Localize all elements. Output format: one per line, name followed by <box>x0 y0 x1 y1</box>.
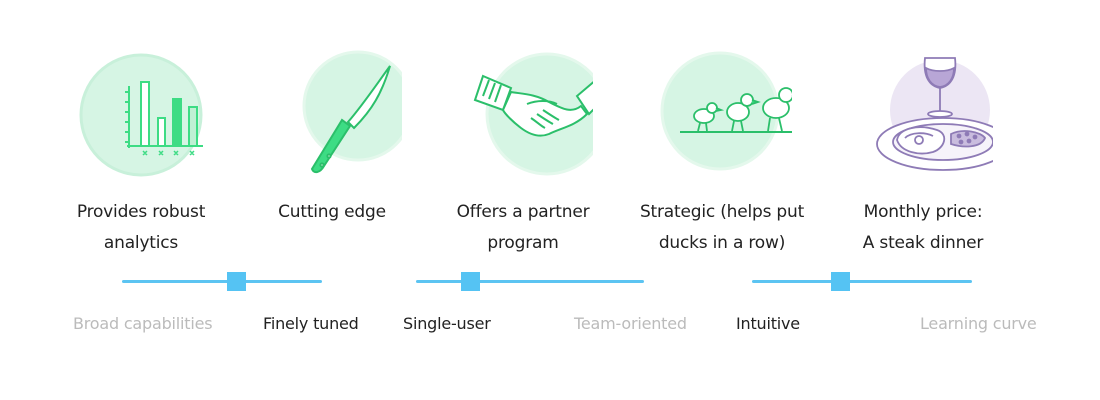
caption-line-2: ducks in a row) <box>658 233 786 253</box>
caption-line-1: Offers a partner <box>456 202 590 222</box>
slider-single-vs-team[interactable] <box>416 272 644 292</box>
ducks-in-a-row-icon <box>652 48 792 183</box>
slider-thumb[interactable] <box>461 272 481 291</box>
scale-label-intuitive: Intuitive <box>736 314 800 333</box>
caption-line-1: Monthly price: <box>863 202 983 222</box>
feature-monthly-price: Monthly price: A steak dinner <box>828 48 1018 259</box>
slider-thumb[interactable] <box>226 272 246 291</box>
feature-strategic: Strategic (helps put ducks in a row) <box>627 48 817 259</box>
feature-caption: Offers a partner program <box>457 197 590 259</box>
handshake-icon <box>453 48 593 183</box>
feature-analytics: Provides robust analytics <box>46 48 236 259</box>
scale-label-broad-capabilities: Broad capabilities <box>73 314 213 333</box>
caption-line-1: Strategic (helps put <box>639 202 805 222</box>
scale-label-finely-tuned: Finely tuned <box>263 314 359 333</box>
feature-partner-program: Offers a partner program <box>428 48 618 259</box>
feature-caption: Cutting edge <box>278 197 386 228</box>
scale-label-single-user: Single-user <box>403 314 491 333</box>
feature-caption: Provides robust analytics <box>76 197 206 259</box>
caption-line-1: Cutting edge <box>278 202 386 222</box>
slider-track[interactable] <box>752 280 972 283</box>
slider-track[interactable] <box>122 280 322 283</box>
caption-line-2: program <box>487 233 559 253</box>
feature-caption: Strategic (helps put ducks in a row) <box>640 197 804 259</box>
feature-caption: Monthly price: A steak dinner <box>862 197 984 259</box>
caption-line-1: Provides robust <box>76 202 206 222</box>
knife-icon <box>262 48 402 183</box>
slider-intuitive-vs-learning-curve[interactable] <box>752 272 972 292</box>
feature-cutting-edge: Cutting edge <box>237 48 427 228</box>
slider-breadth-vs-focus[interactable] <box>122 272 322 292</box>
bar-chart-icon <box>71 48 211 183</box>
scale-label-learning-curve: Learning curve <box>920 314 1037 333</box>
slider-track[interactable] <box>416 280 644 283</box>
slider-thumb[interactable] <box>830 272 850 291</box>
caption-line-2: A steak dinner <box>862 233 984 253</box>
caption-line-2: analytics <box>103 233 179 253</box>
scale-label-team-oriented: Team-oriented <box>574 314 687 333</box>
steak-dinner-icon <box>853 48 993 183</box>
